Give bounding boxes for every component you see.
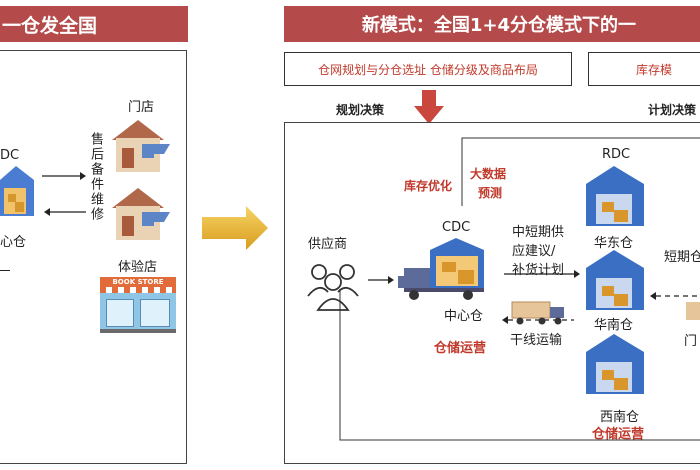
- center-warehouse-label: 中心仓: [444, 309, 484, 324]
- transition-arrow-icon: [202, 206, 268, 250]
- sub-box-inventory-text: 库存模: [635, 62, 672, 77]
- right-title: 新模式：全国1+4分仓模式下的一: [361, 15, 637, 36]
- plan-decision-label: 计划决策: [648, 103, 697, 117]
- cdc-warehouse-truck-icon: [398, 238, 484, 300]
- warehouse-ops-right-label: 仓储运营: [592, 427, 645, 442]
- left-center-warehouse-label: 心仓: [0, 235, 27, 250]
- rdc-label: RDC: [602, 147, 631, 162]
- store-partial-label: 门: [684, 334, 698, 349]
- trunk-transport-label: 干线运输: [510, 333, 563, 348]
- south-warehouse-icon: [586, 250, 644, 310]
- right-title-bar: 新模式：全国1+4分仓模式下的一: [284, 6, 700, 42]
- warehouse-ops-left-label: 仓储运营: [434, 341, 487, 356]
- east-warehouse-icon: [586, 166, 644, 226]
- mid-short-line3: 补货计划: [512, 263, 565, 278]
- cdc-label: CDC: [442, 220, 471, 235]
- sub-box-planning-text: 仓网规划与分仓选址 仓储分级及商品布局: [318, 62, 538, 77]
- left-experience-store-label: 体验店: [118, 260, 158, 275]
- mid-short-line2: 应建议/: [512, 244, 556, 259]
- southwest-warehouse-label: 西南仓: [600, 410, 640, 425]
- forecast-label: 预测: [478, 186, 503, 200]
- southwest-warehouse-icon: [586, 334, 644, 394]
- sub-box-planning: 仓网规划与分仓选址 仓储分级及商品布局: [284, 52, 572, 86]
- supplier-people-icon: [307, 264, 359, 311]
- left-warehouse-icon: [0, 166, 34, 216]
- book-store-sign: BOOK STORE: [100, 277, 176, 287]
- book-store-icon: BOOK STORE: [100, 277, 176, 333]
- short-term-label: 短期仓: [664, 250, 700, 265]
- bigdata-label: 大数据: [470, 167, 507, 181]
- mid-short-line1: 中短期供: [512, 225, 565, 240]
- left-title: 一仓发全国: [2, 14, 98, 37]
- east-warehouse-label: 华东仓: [594, 236, 634, 251]
- repair-house-icon: [112, 188, 170, 240]
- left-title-bar: 一仓发全国: [0, 6, 188, 42]
- store-house-icon: [112, 120, 170, 172]
- partial-box: [686, 302, 700, 320]
- south-warehouse-label: 华南仓: [594, 318, 634, 333]
- sub-box-inventory: 库存模: [588, 52, 700, 86]
- left-panel: [0, 50, 187, 464]
- left-stub-line: [0, 270, 10, 271]
- inventory-opt-label: 库存优化: [404, 179, 453, 193]
- left-after-sales: 售后备件维修: [88, 132, 103, 222]
- left-store-label: 门店: [128, 100, 155, 115]
- planning-decision-label: 规划决策: [336, 103, 385, 117]
- planning-down-arrow-icon: [414, 90, 444, 124]
- left-cdc-label: DC: [0, 148, 20, 163]
- supplier-label: 供应商: [308, 237, 348, 252]
- left-arrows: [42, 172, 86, 216]
- trunk-truck-icon: [511, 301, 564, 325]
